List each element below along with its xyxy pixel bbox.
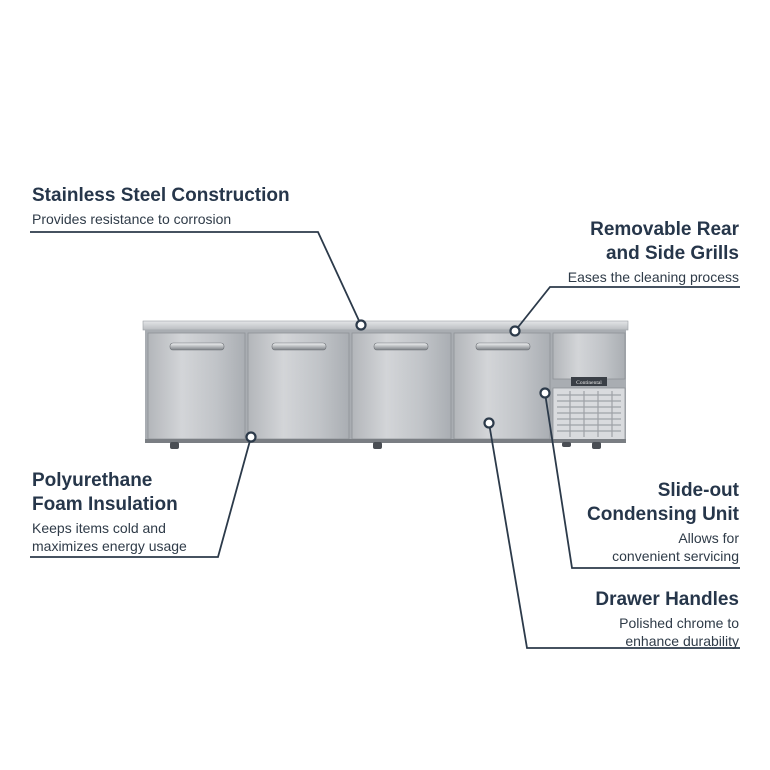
door-2 xyxy=(247,332,350,440)
callout-description-line: enhance durability xyxy=(625,633,739,649)
leader-line-condensing xyxy=(544,392,740,569)
callout-dot-insulation xyxy=(245,431,257,443)
callout-title-line: Removable Rear xyxy=(590,219,739,240)
callout-title: Drawer Handles xyxy=(595,589,739,610)
leader-line-insulation xyxy=(30,436,252,558)
callout-foam-insulation: Polyurethane Foam Insulation Keeps items… xyxy=(32,469,187,555)
leader-line-handles xyxy=(488,422,740,649)
condensing-unit-grill xyxy=(552,387,626,441)
handle xyxy=(475,342,531,351)
callout-description: Provides resistance to corrosion xyxy=(32,211,232,227)
grill-slats xyxy=(557,391,621,437)
compressor-housing xyxy=(552,332,626,380)
callout-dot-condensing xyxy=(539,387,551,399)
handle xyxy=(373,342,429,351)
callout-title: Slide-out Condensing Unit xyxy=(587,479,739,527)
callout-title-line: Foam Insulation xyxy=(32,494,178,515)
callout-dot-handles xyxy=(483,417,495,429)
door-1 xyxy=(147,332,246,440)
callout-title-line: Slide-out xyxy=(657,480,739,501)
callout-title-line: Polyurethane xyxy=(32,470,153,491)
callout-description-line: Allows for xyxy=(678,530,739,546)
callout-description-line: Keeps items cold and xyxy=(32,520,166,536)
handle xyxy=(271,342,327,351)
doors xyxy=(147,332,551,440)
callout-description: Keeps items cold and maximizes energy us… xyxy=(32,519,187,555)
callout-description: Polished chrome to enhance durability xyxy=(595,614,739,650)
callout-description-line: Polished chrome to xyxy=(619,615,739,631)
callout-dot-stainless xyxy=(355,319,367,331)
base-shadow xyxy=(145,439,626,443)
callout-drawer-handles: Drawer Handles Polished chrome to enhanc… xyxy=(595,588,739,650)
callout-condensing-unit: Slide-out Condensing Unit Allows for con… xyxy=(587,479,739,565)
casters xyxy=(170,442,601,449)
brand-plate xyxy=(571,377,607,386)
brand-plate-text: Continental xyxy=(576,380,602,386)
callout-title: Removable Rear and Side Grills xyxy=(568,218,739,266)
leader-line-stainless xyxy=(30,231,362,326)
handle xyxy=(169,342,225,351)
callout-description: Allows for convenient servicing xyxy=(587,529,739,565)
callout-title: Stainless Steel Construction xyxy=(32,185,290,206)
countertop xyxy=(142,320,629,331)
callout-description: Eases the cleaning process xyxy=(567,269,739,285)
door-3 xyxy=(351,332,452,440)
callout-description-line: maximizes energy usage xyxy=(32,538,187,554)
callout-title-line: Condensing Unit xyxy=(587,504,739,525)
callout-title-line: and Side Grills xyxy=(605,243,739,264)
callout-dot-grills xyxy=(509,325,521,337)
callout-stainless-steel: Stainless Steel Construction Provides re… xyxy=(32,184,290,228)
callout-description-line: convenient servicing xyxy=(612,548,739,564)
callout-title: Polyurethane Foam Insulation xyxy=(32,469,187,517)
callout-removable-grills: Removable Rear and Side Grills Eases the… xyxy=(568,218,739,286)
leader-line-grills xyxy=(514,286,740,332)
door-4 xyxy=(453,332,551,440)
